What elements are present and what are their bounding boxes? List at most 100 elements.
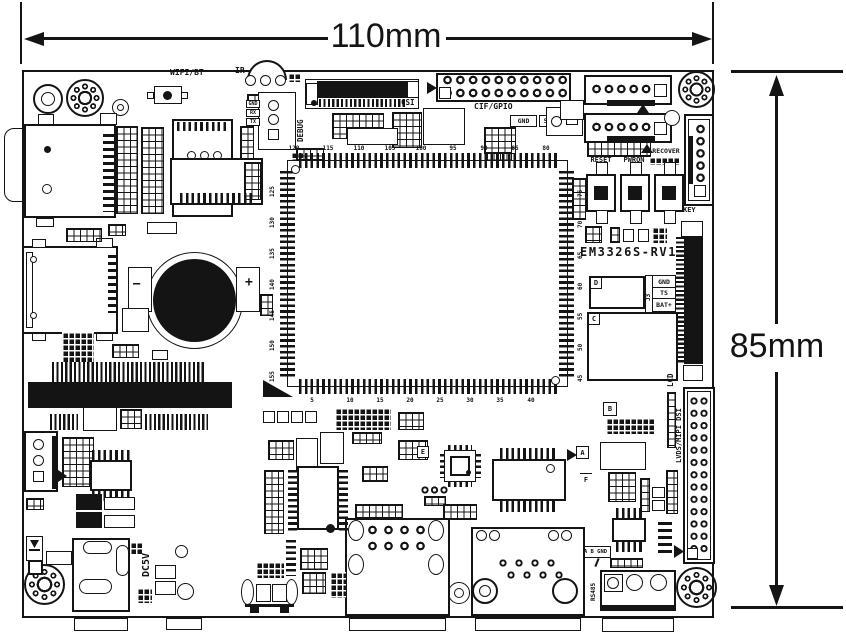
marker-a: A (576, 446, 589, 459)
inductor-pad (28, 560, 43, 575)
ic-body (492, 459, 566, 501)
qfn-pins (475, 454, 481, 478)
soc-pin-number: 55 (577, 312, 584, 320)
power-pin1-square (33, 471, 44, 482)
wifi-module-pads (177, 122, 229, 131)
connector-key-bar (52, 436, 57, 489)
soc-pin-number: 115 (322, 145, 334, 152)
diode-symbol-icon (30, 540, 39, 548)
recover-jumper (649, 157, 679, 165)
sd-tab (96, 333, 113, 341)
microusb-wing (241, 579, 254, 605)
lcd-label: LCD (666, 373, 675, 387)
soc-pin-number: 110 (353, 145, 365, 152)
connector-key-bar (607, 136, 655, 142)
pwron-label: PWRON (623, 156, 645, 164)
ic-pins (500, 501, 556, 512)
rs485-label: RS485 (590, 582, 597, 601)
soc-fiducial (291, 165, 300, 174)
ic-body (297, 466, 339, 530)
lcd-pins (676, 237, 684, 364)
hole-pad (664, 110, 680, 126)
battery-pad (122, 308, 149, 332)
av-tab (36, 218, 54, 227)
component-outline (652, 500, 665, 511)
audio-jack-pad (155, 581, 176, 595)
height-ext-line-top (731, 70, 843, 73)
pad-cluster (424, 496, 446, 506)
width-arrow-left-icon (24, 32, 44, 46)
recover-button-cap (662, 186, 676, 200)
ic-pins (92, 450, 132, 460)
height-arrow-up-icon (769, 75, 784, 96)
soc-pin-number: 120 (288, 145, 300, 152)
antenna-stub (147, 92, 154, 99)
stitched-mounting-hole (676, 567, 717, 608)
pin1-arrow-icon (674, 545, 684, 558)
pad-cluster (355, 504, 403, 518)
sd-peg-hole (30, 312, 37, 319)
marker-b: B (603, 402, 617, 416)
soc-pin-number: 5 (310, 397, 314, 404)
lvds-label: LVDS/MIPI DSI (675, 408, 683, 463)
reset-label: RESET (590, 156, 612, 164)
component-outline (623, 229, 634, 242)
usb-shell-hole (348, 554, 364, 575)
dc-jack-ext (74, 618, 128, 631)
debug-pin (268, 100, 279, 111)
test-points-row (420, 484, 448, 495)
soc-pin-number: 135 (269, 248, 276, 259)
stitched-mounting-hole (678, 71, 715, 108)
marker-f: F (580, 473, 592, 485)
sodimm-pins (52, 362, 205, 382)
flash-pins (180, 193, 254, 204)
soc-pin-number: 80 (542, 145, 550, 152)
pwron-button-tab (630, 210, 642, 224)
soc-pin-number: 125 (269, 186, 276, 197)
soc-pin-number: 35 (496, 397, 504, 404)
soc-pin-number: 95 (449, 145, 457, 152)
ic-pins (500, 448, 556, 459)
component-outline (291, 411, 303, 423)
soc-pin-number: 145 (269, 310, 276, 321)
antenna-feed-dot (163, 91, 172, 100)
component-outline (277, 411, 289, 423)
usb-pins-row (366, 524, 430, 539)
audio-jack-hole (175, 545, 188, 558)
jumper-row (610, 558, 643, 568)
soc-pin-number: 60 (577, 282, 584, 290)
reset-button-cap (594, 186, 608, 200)
component-outline (46, 551, 72, 565)
power-jumper-pin (551, 116, 562, 127)
ic-pins (92, 491, 132, 501)
pad-cluster (335, 408, 391, 430)
qfn-body (450, 456, 470, 476)
key-pins-column (694, 123, 708, 197)
cif-gpio-label: CIF/GPIO (474, 102, 513, 111)
key-pin1-square (694, 185, 706, 197)
marker-e: E (417, 446, 429, 458)
mounting-hole-inner (41, 92, 55, 106)
rj45-mount-hole-inner (479, 585, 491, 597)
pad-column (658, 522, 672, 556)
component-outline (83, 407, 117, 431)
pad-cluster (112, 344, 139, 358)
pad-cluster (130, 542, 142, 554)
soc-pin-number: 20 (406, 397, 414, 404)
cif-gpio-pin1-square (439, 87, 451, 99)
pad-cluster (610, 227, 620, 243)
lvds-pins-grid (689, 395, 709, 555)
pad-cluster (268, 440, 294, 460)
rs485-screw (650, 574, 667, 591)
soc-pins-left (280, 171, 295, 377)
rj45-pins-row (506, 569, 570, 581)
pad-cluster (244, 162, 261, 200)
via-dot (326, 524, 335, 533)
component-outline (320, 432, 344, 464)
pad-cluster (302, 572, 326, 594)
ir-pin (245, 75, 256, 86)
marker-arrow-icon (567, 449, 577, 461)
component-outline (263, 411, 275, 423)
rj45-peg (489, 530, 500, 541)
